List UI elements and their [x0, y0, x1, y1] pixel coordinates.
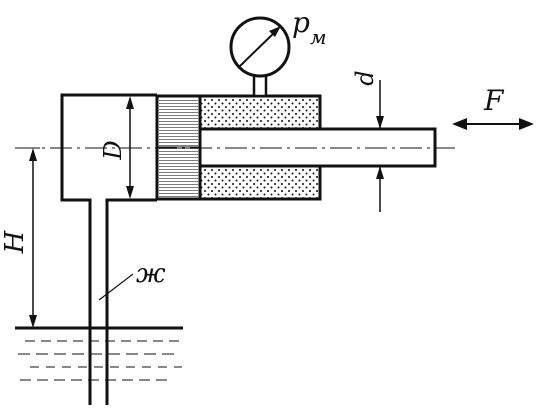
liquid-leader [98, 273, 134, 301]
pressure-gauge-icon [229, 16, 291, 98]
dimension-d [320, 80, 392, 212]
dimension-D [126, 96, 134, 199]
label-d: d [351, 70, 379, 85]
label-F: F [483, 84, 505, 117]
label-H: H [0, 229, 30, 254]
label-D: D [99, 140, 127, 160]
dimension-H [25, 147, 40, 328]
seal-bottom [198, 164, 322, 201]
seal-top [198, 94, 322, 131]
label-pressure: p [292, 6, 310, 39]
force-arrow-icon [452, 118, 534, 130]
liquid-reservoir [15, 326, 183, 381]
label-liquid: ж [136, 259, 166, 289]
label-pressure-sub: м [310, 25, 327, 49]
cylinder-body [60, 93, 157, 405]
